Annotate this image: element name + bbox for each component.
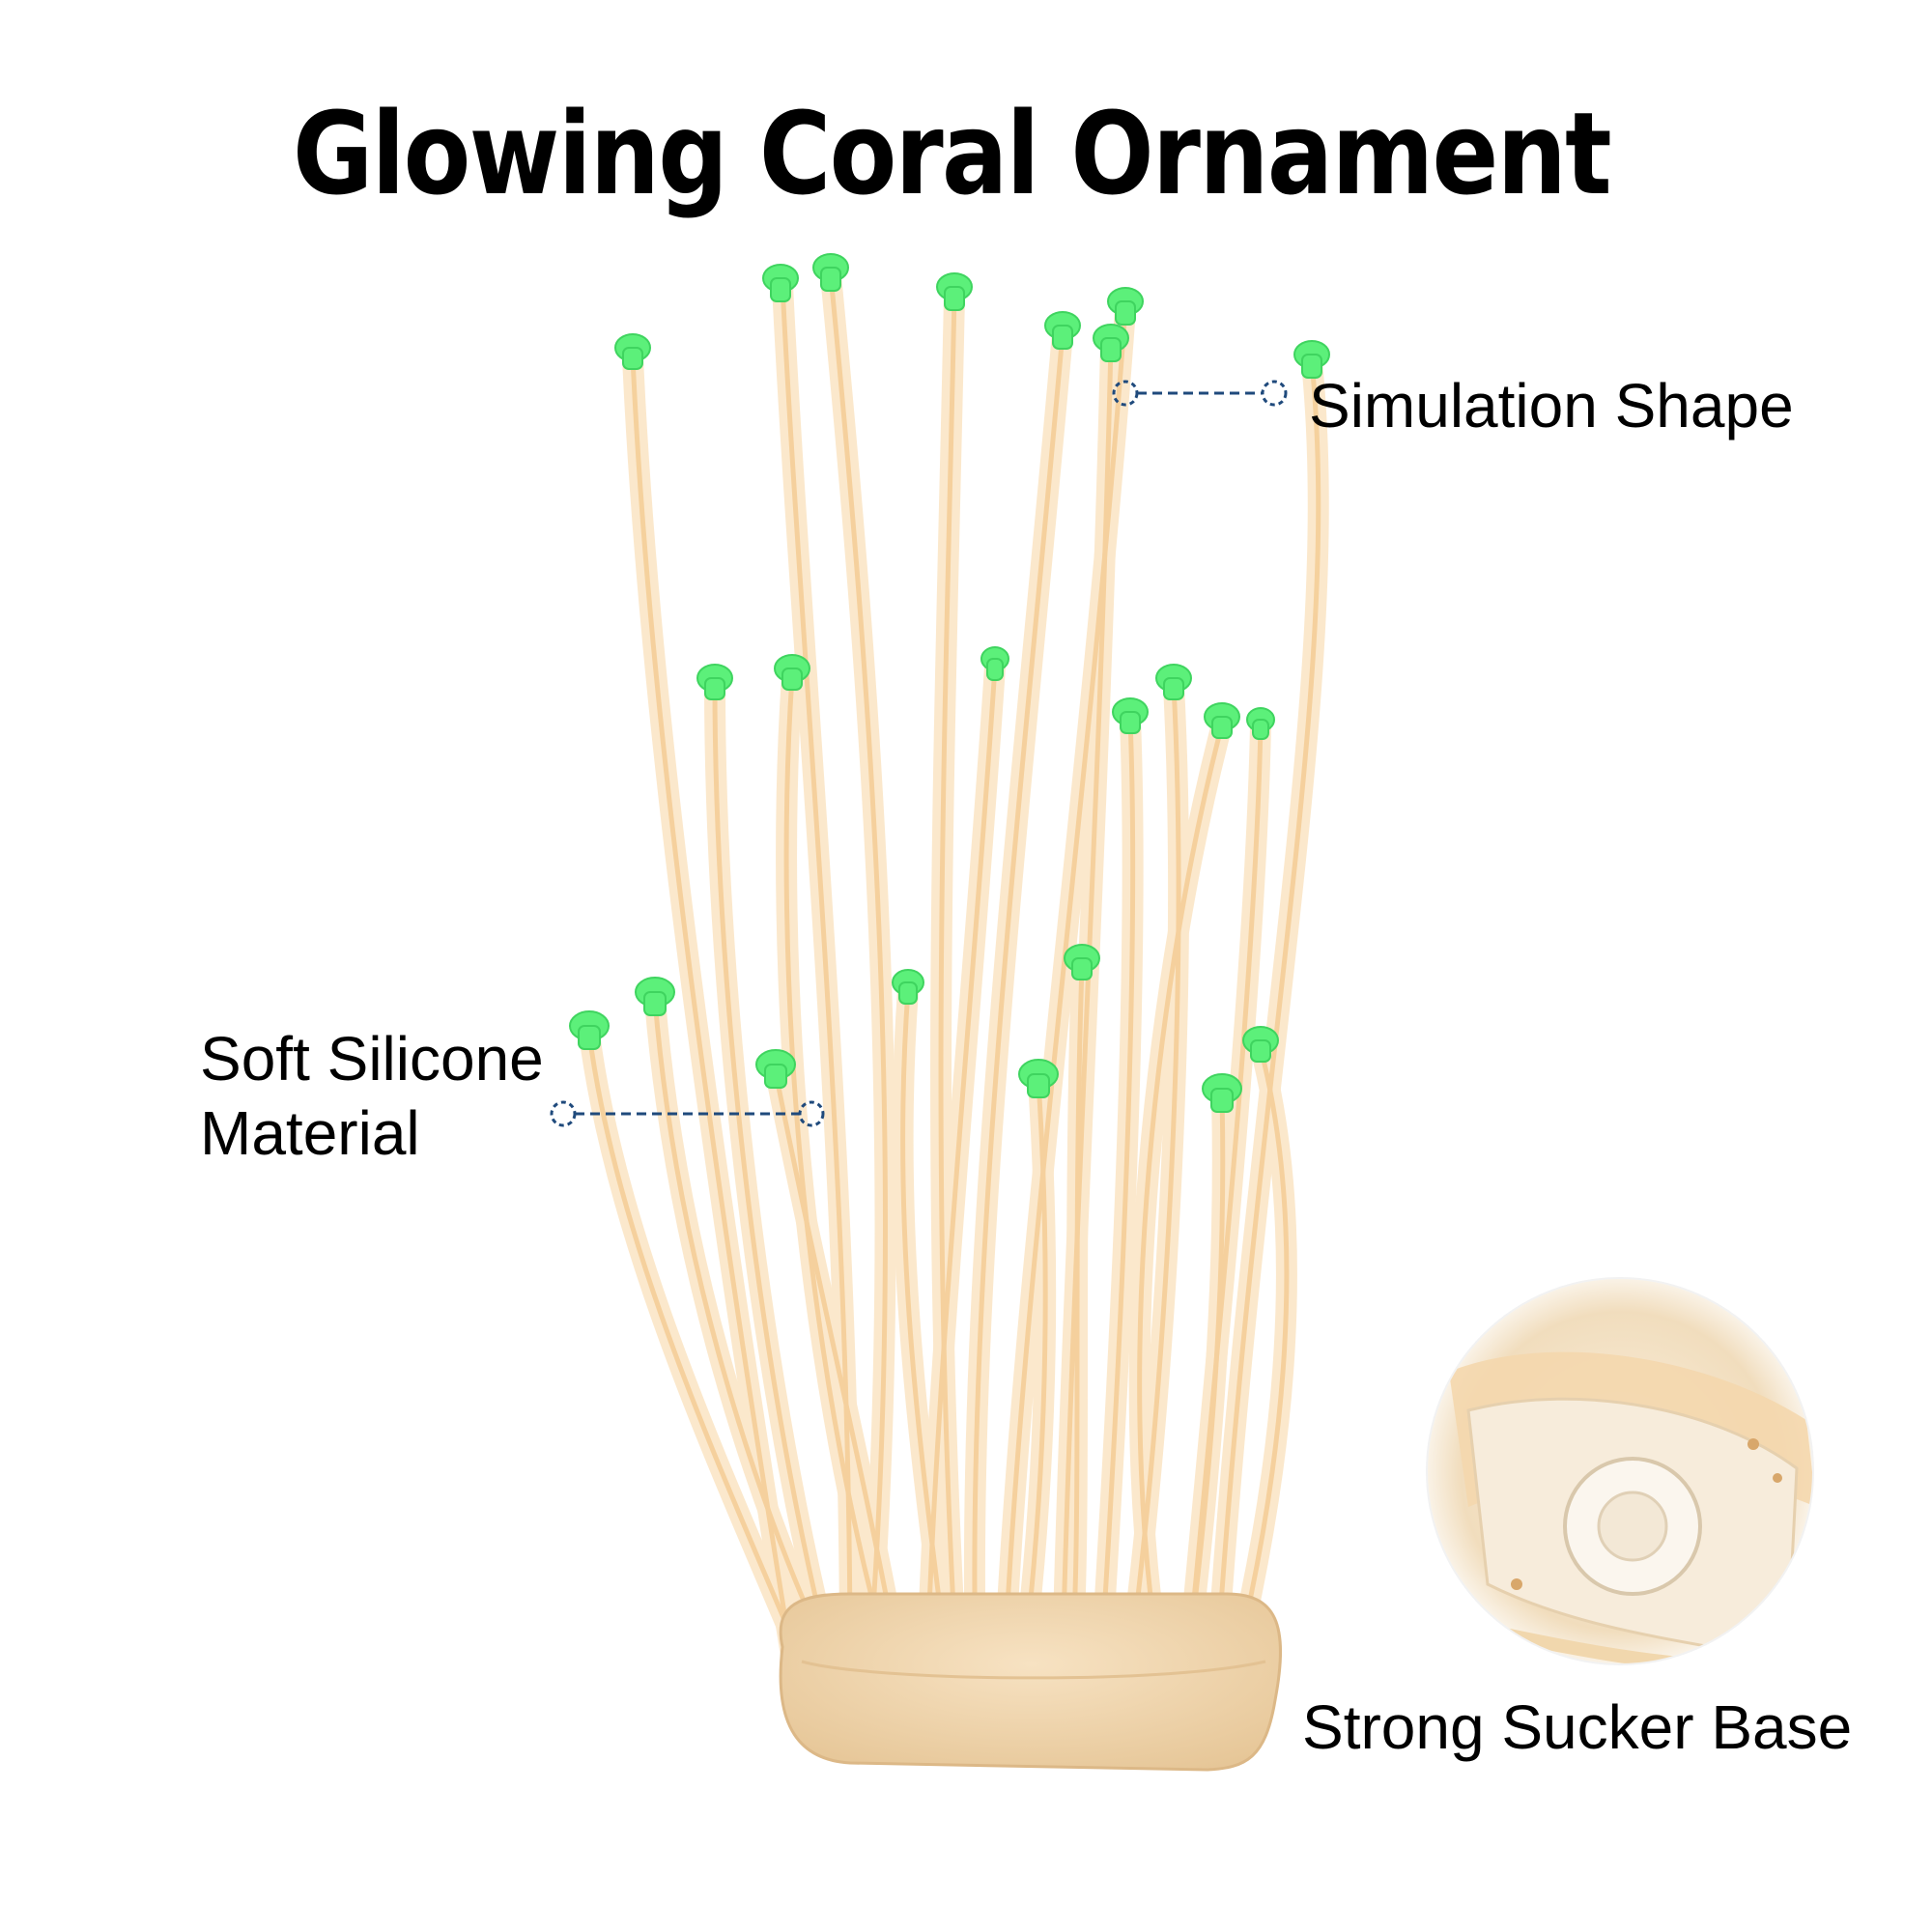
page-title: Glowing Coral Ornament [293, 87, 1612, 220]
label-soft-silicone-line1: Soft Silicone [200, 1024, 544, 1094]
label-soft-silicone-material: Soft Silicone Material [200, 1022, 544, 1171]
callout-simulation-shape [1112, 380, 1288, 407]
coral-base [779, 1592, 1283, 1772]
label-soft-silicone-line2: Material [200, 1097, 420, 1168]
callout-soft-silicone [550, 1100, 825, 1127]
label-strong-sucker-base: Strong Sucker Base [1302, 1692, 1853, 1762]
glowing-tips [569, 253, 1330, 1113]
label-simulation-shape: Simulation Shape [1309, 371, 1794, 440]
tentacles [579, 265, 1329, 1672]
sucker-base-inset [1426, 1277, 1814, 1665]
